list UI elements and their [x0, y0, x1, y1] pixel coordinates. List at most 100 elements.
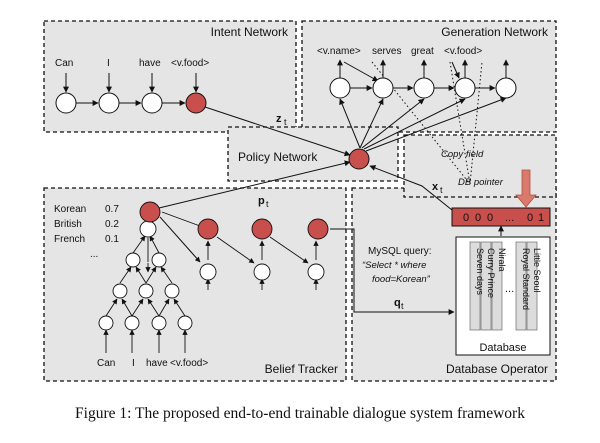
cnn-node [151, 315, 167, 331]
belief-tracker-edges [103, 211, 319, 353]
slot-value: 0.2 [105, 219, 119, 230]
db-entry: Seven days [475, 248, 485, 296]
belief-vector-label: p t [258, 195, 269, 209]
database-label: Database [479, 342, 526, 354]
db-pointer-bit: 1 [538, 212, 544, 224]
cnn-node [139, 220, 157, 238]
query-title: MySQL query: [368, 246, 432, 257]
slot-label: British [54, 219, 82, 230]
policy-network-panel: Policy Network [227, 126, 399, 182]
db-entry: Nirala [497, 248, 507, 272]
x-vector-subscript: t [440, 185, 443, 195]
belief-node-active [197, 218, 219, 240]
belief-node-active [139, 201, 161, 223]
belief-node-active [251, 218, 273, 240]
slot-ellipsis: ... [90, 249, 98, 260]
x-vector-symbol: x [432, 181, 439, 193]
rnn-node [253, 263, 271, 281]
intent-word: I [107, 58, 110, 69]
policy-network-title: Policy Network [238, 150, 318, 164]
generation-node [413, 77, 435, 99]
intent-network-panel: Intent Network [43, 20, 297, 133]
db-pointer-bit: 0 [487, 212, 493, 224]
intent-network-nodes [55, 92, 207, 114]
generation-network-words: <v.name> serves great <v.food> [317, 46, 482, 57]
intent-node [141, 92, 163, 114]
generation-node [454, 77, 476, 99]
query-line: food=Korean” [372, 274, 431, 285]
cnn-node [138, 283, 154, 299]
policy-node-group: x t [348, 148, 443, 195]
db-pointer-bit: ... [505, 212, 514, 224]
belief-word: I [132, 358, 135, 369]
belief-tracker-active-nodes [139, 201, 329, 240]
intent-node [98, 92, 120, 114]
generation-word: <v.name> [317, 46, 361, 57]
intent-vector-label: z t [276, 113, 287, 127]
slot-label: French [54, 234, 85, 245]
belief-tracker-panel: Belief Tracker [43, 187, 347, 382]
db-pointer: DB pointer 0 0 0 ... 0 1 [451, 169, 551, 236]
generation-network-title: Generation Network [441, 25, 549, 39]
db-entry: Curry Prince [486, 248, 496, 298]
belief-tracker-title: Belief Tracker [265, 362, 338, 376]
belief-word: <v.food> [170, 358, 208, 369]
rnn-node [199, 263, 217, 281]
cnn-node [151, 252, 167, 268]
z-vector-symbol: z [276, 113, 282, 125]
cnn-node [177, 315, 193, 331]
generation-word: great [411, 46, 434, 57]
cnn-node [125, 252, 141, 268]
generation-network-edges [337, 59, 509, 152]
db-column-ellipsis: ... [505, 283, 514, 295]
p-vector-subscript: t [266, 199, 269, 209]
generation-word: <v.food> [444, 46, 482, 57]
policy-network-edges [158, 106, 453, 211]
slot-value: 0.7 [105, 204, 119, 215]
belief-tracker-words: Can I have <v.food> [97, 358, 208, 369]
belief-word: have [146, 358, 168, 369]
intent-network-words: Can I have <v.food> [55, 58, 209, 69]
belief-distribution: Korean 0.7 British 0.2 French 0.1 ... [54, 204, 119, 260]
database-box: Nirala Curry Prince Seven days Little Se… [455, 236, 551, 356]
z-vector-subscript: t [284, 117, 287, 127]
q-vector-subscript: t [401, 301, 404, 311]
belief-node-active [307, 218, 329, 240]
cnn-node [124, 315, 140, 331]
generation-network-panel: Generation Network [301, 20, 557, 133]
cnn-node [112, 283, 128, 299]
db-pointer-label: DB pointer [458, 177, 504, 188]
copy-field-dotted-links [371, 61, 483, 185]
intent-network-edges [63, 73, 199, 106]
db-entry: Royal Standard [521, 248, 531, 310]
db-entry: Little Seoul [532, 248, 542, 293]
copy-field-label: Copy field [441, 149, 484, 160]
intent-node-active [185, 92, 207, 114]
generation-network-nodes [329, 77, 517, 99]
generation-node [372, 77, 394, 99]
intent-network-title: Intent Network [211, 25, 289, 39]
generation-word: serves [372, 46, 401, 57]
q-vector-symbol: q [394, 297, 401, 309]
belief-word: Can [97, 358, 115, 369]
rnn-node [307, 263, 325, 281]
db-pointer-bit: 0 [475, 212, 481, 224]
copy-field-panel: Copy field [403, 134, 557, 198]
generation-node [329, 77, 351, 99]
slot-value: 0.1 [105, 234, 119, 245]
intent-word: have [139, 58, 161, 69]
belief-tracker-nodes [98, 220, 325, 331]
generation-node [495, 77, 517, 99]
query-line: “Select * where [362, 260, 426, 271]
intent-word: Can [55, 58, 73, 69]
database-operator-title: Database Operator [446, 362, 548, 376]
intent-node [55, 92, 77, 114]
cnn-node [98, 315, 114, 331]
figure-caption: Figure 1: The proposed end-to-end traina… [75, 405, 525, 422]
p-vector-symbol: p [258, 195, 265, 207]
cnn-node [164, 283, 180, 299]
intent-word: <v.food> [171, 58, 209, 69]
mysql-query: MySQL query: “Select * where food=Korean… [330, 228, 455, 315]
